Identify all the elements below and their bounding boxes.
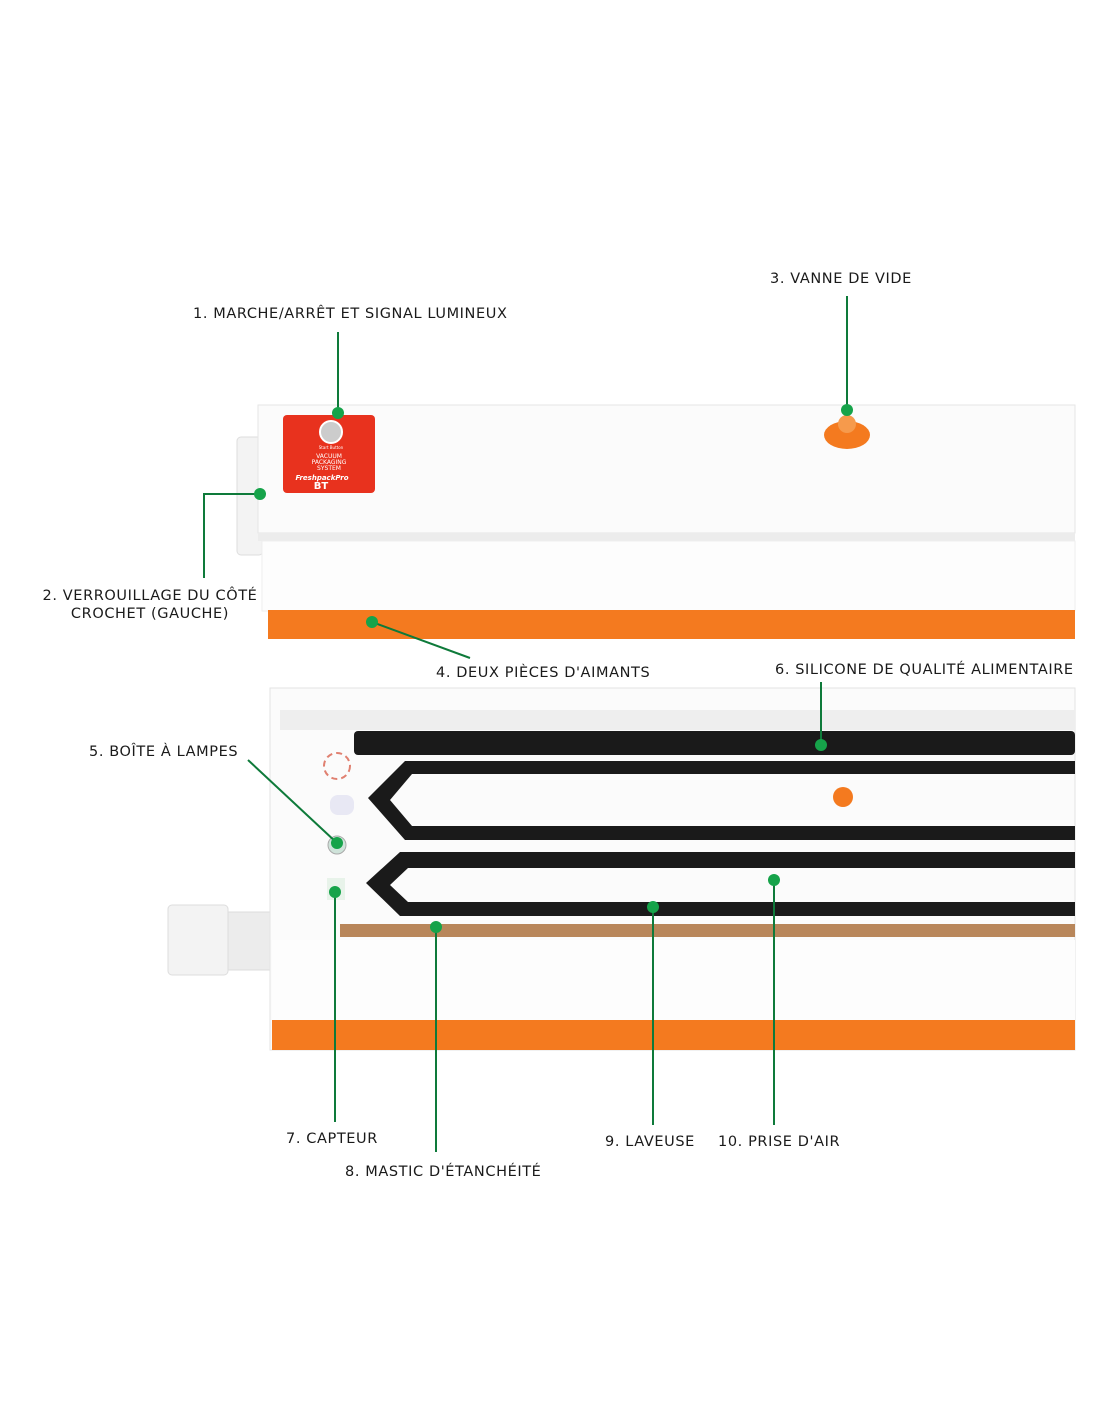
- leader-2: [203, 493, 260, 578]
- middle-gasket: [368, 761, 1075, 840]
- label-air-intake: 10. PRISE D'AIR: [718, 1134, 841, 1150]
- sealing-strip: [340, 924, 1075, 937]
- marker-4: [366, 616, 378, 628]
- bottom-orange-base: [272, 1020, 1075, 1050]
- marker-10: [768, 874, 780, 886]
- model-text: BT: [314, 481, 329, 492]
- svg-text:VACUUM: VACUUM: [316, 453, 342, 460]
- upper-gasket: [354, 731, 1075, 755]
- leader-lines: [203, 296, 848, 1152]
- marker-dots: [254, 404, 853, 933]
- label-lamp-box: 5. BOÎTE À LAMPES: [89, 744, 239, 760]
- label-hook-lock-line1: 2. VERROUILLAGE DU CÔTÉ: [42, 588, 258, 604]
- label-power-signal: 1. MARCHE/ARRÊT ET SIGNAL LUMINEUX: [193, 306, 508, 322]
- marker-5: [331, 837, 343, 849]
- top-unit: Start Button VACUUM PACKAGING SYSTEM Fre…: [236, 404, 1076, 639]
- bottom-unit: [167, 687, 1076, 1051]
- vacuum-valve: [824, 421, 870, 449]
- left-hook-clip-lower: [167, 904, 229, 976]
- air-port-valve: [833, 787, 853, 807]
- leader-4: [371, 621, 471, 659]
- label-hook-lock-line2: CROCHET (GAUCHE): [70, 606, 230, 622]
- marker-7: [329, 886, 341, 898]
- lower-gasket: [366, 852, 1075, 916]
- label-hook-lock: 2. VERROUILLAGE DU CÔTÉ CROCHET (GAUCHE): [40, 587, 260, 623]
- label-washer: 9. LAVEUSE: [605, 1134, 695, 1150]
- panel-button-caption: Start Button: [319, 445, 344, 450]
- marker-1: [332, 407, 344, 419]
- marker-2: [254, 488, 266, 500]
- leader-5: [247, 759, 338, 844]
- marker-9: [647, 901, 659, 913]
- label-magnets: 4. DEUX PIÈCES D'AIMANTS: [436, 665, 651, 681]
- top-lid: [257, 404, 1076, 534]
- label-sensor: 7. CAPTEUR: [286, 1131, 378, 1147]
- label-vacuum-valve: 3. VANNE DE VIDE: [770, 271, 912, 287]
- top-body: [261, 540, 1076, 612]
- brand-text: FreshpackPro: [295, 474, 348, 482]
- svg-text:PACKAGING: PACKAGING: [312, 459, 347, 466]
- marker-3: [841, 404, 853, 416]
- power-button: [319, 420, 343, 444]
- svg-text:SYSTEM: SYSTEM: [317, 465, 341, 472]
- marker-8: [430, 921, 442, 933]
- control-panel-label: [283, 415, 375, 493]
- label-sealant: 8. MASTIC D'ÉTANCHÉITÉ: [345, 1164, 542, 1180]
- top-orange-base: [268, 610, 1075, 639]
- label-food-grade-silicone: 6. SILICONE DE QUALITÉ ALIMENTAIRE: [775, 662, 1074, 678]
- marker-6: [815, 739, 827, 751]
